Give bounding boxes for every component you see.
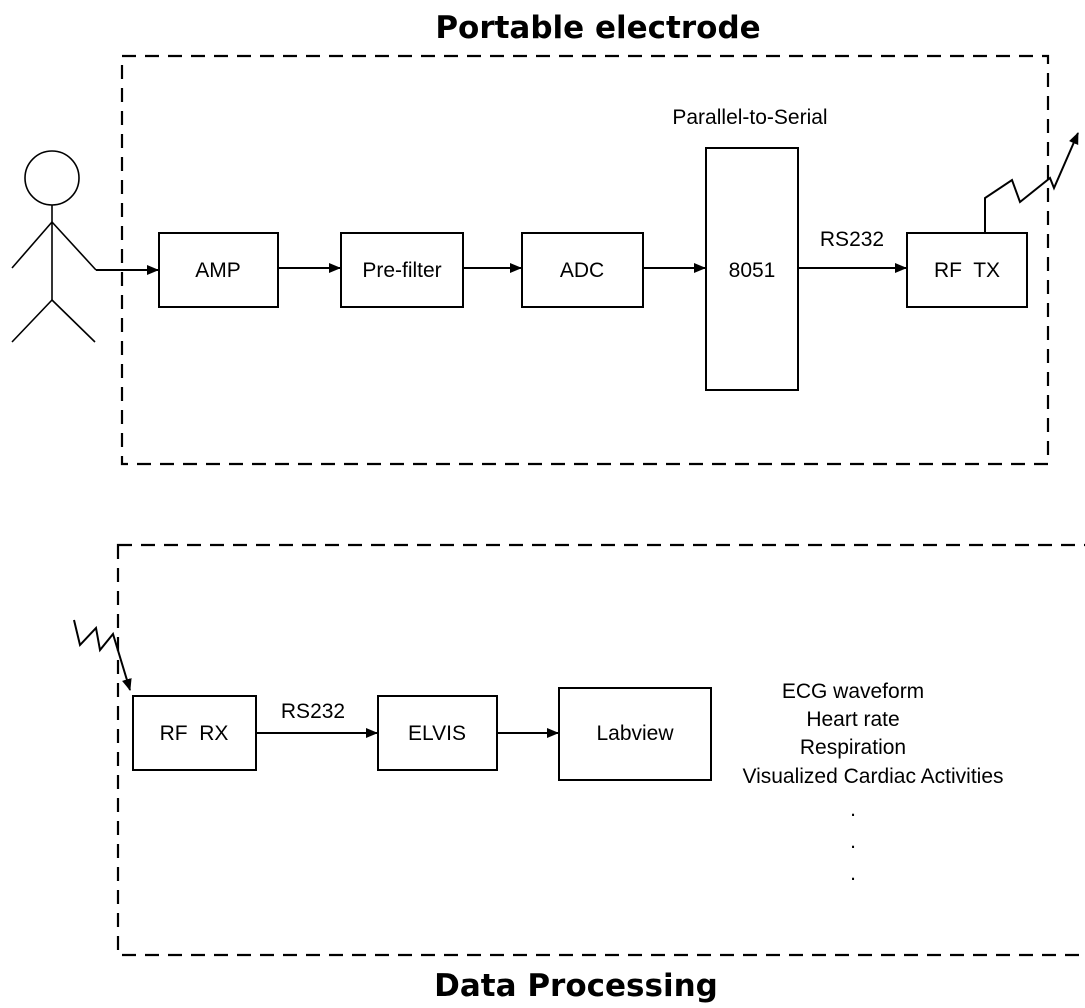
ellipsis-dot: .: [850, 830, 856, 853]
output-visualized-cardiac-activities: Visualized Cardiac Activities: [742, 765, 1003, 788]
portable-electrode-title: Portable electrode: [435, 10, 760, 46]
amp-block: [158, 232, 279, 308]
labview-label: Labview: [596, 722, 674, 745]
output-ecg-waveform: ECG waveform: [782, 680, 924, 703]
mcu-8051-label: 8051: [729, 259, 776, 282]
transmit-signal-icon: [984, 132, 1079, 233]
prefilter-label: Pre-filter: [362, 259, 441, 282]
ellipsis-dot: .: [850, 798, 856, 821]
elvis-label: ELVIS: [408, 722, 466, 745]
rf-tx-label: RF TX: [934, 259, 1000, 282]
adc-block: [521, 232, 644, 308]
data-processing-boundary: [116, 543, 1085, 957]
adc-label: ADC: [560, 259, 604, 282]
data-processing-title: Data Processing: [434, 968, 718, 1004]
rf-rx-label: RF RX: [160, 722, 229, 745]
output-respiration: Respiration: [800, 736, 906, 759]
rf-tx-block: [906, 232, 1028, 308]
person-icon: [11, 150, 97, 343]
elvis-block: [377, 695, 498, 771]
amp-label: AMP: [195, 259, 241, 282]
portable-electrode-boundary: [120, 54, 1050, 466]
rs232-rx-label: RS232: [281, 700, 345, 723]
prefilter-block: [340, 232, 464, 308]
parallel-to-serial-caption: Parallel-to-Serial: [672, 106, 827, 129]
ellipsis-dot: .: [850, 862, 856, 885]
outputs-list: ECG waveform Heart rate Respiration Visu…: [742, 680, 1003, 885]
rf-rx-block: [132, 695, 257, 771]
output-heart-rate: Heart rate: [806, 708, 899, 731]
labview-block: [558, 687, 712, 781]
receive-signal-icon: [73, 619, 132, 691]
rs232-tx-label: RS232: [820, 228, 884, 251]
